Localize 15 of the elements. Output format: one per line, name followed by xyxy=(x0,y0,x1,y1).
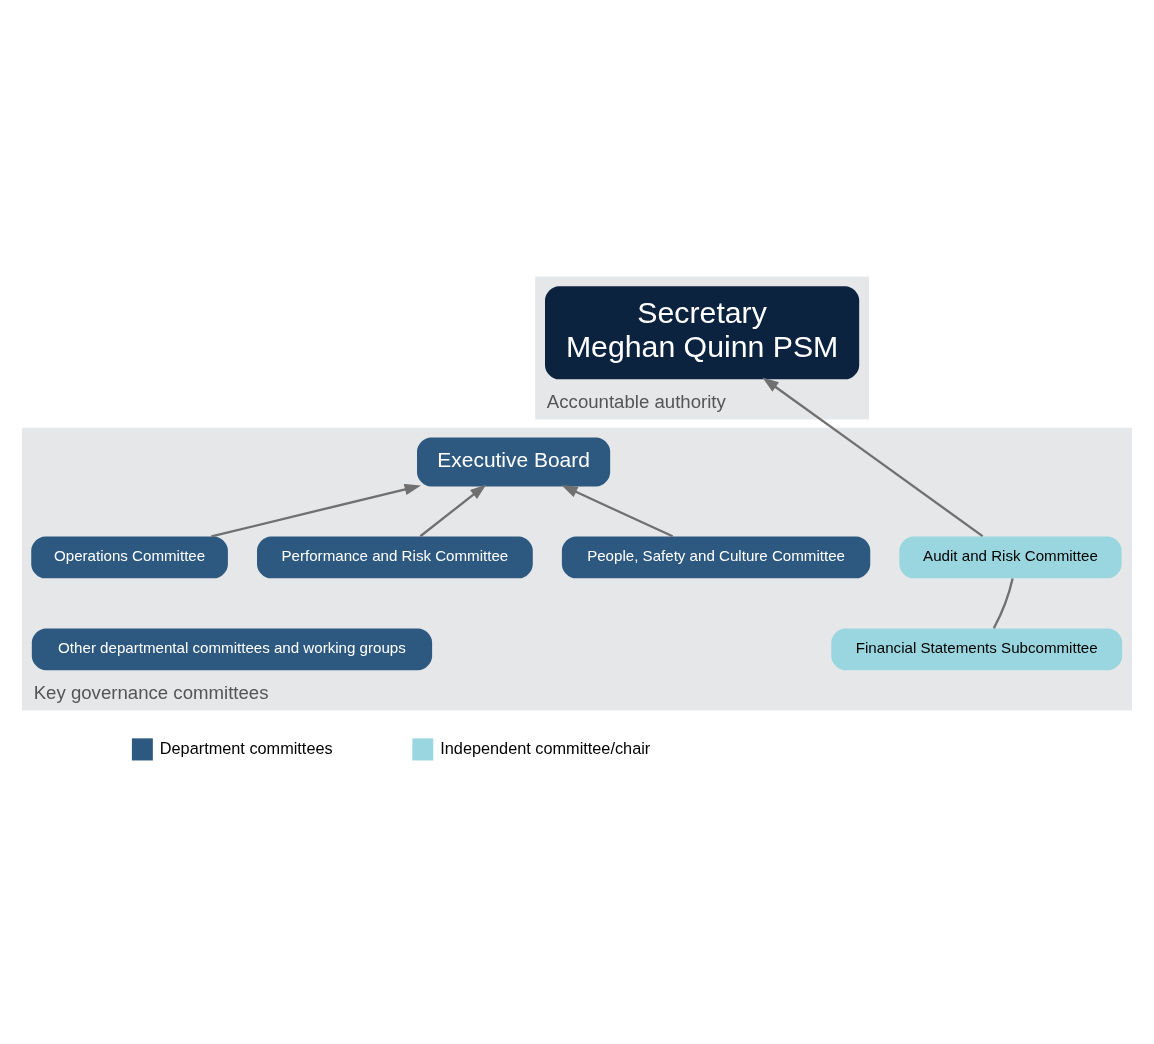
arrow xyxy=(561,484,674,537)
legend-label: Independent committee/chair xyxy=(440,738,651,757)
arrow xyxy=(419,484,487,537)
node-box: Executive Board xyxy=(417,437,611,486)
node-box: Performance and Risk Committee xyxy=(257,535,533,578)
arrow xyxy=(211,483,421,538)
node-box: Secretary Meghan Quinn PSM xyxy=(545,285,860,379)
node-box: Audit and Risk Committee xyxy=(899,535,1122,578)
node-box: Financial Statements Subcommittee xyxy=(831,627,1123,670)
connector xyxy=(992,577,1014,629)
node-box: Operations Committee xyxy=(31,535,228,578)
arrow xyxy=(762,376,984,537)
node-box: Other departmental committees and working groups xyxy=(31,627,433,670)
node-box: People, Safety and Culture Committee xyxy=(561,535,871,578)
legend-label: Department committees xyxy=(159,738,333,757)
